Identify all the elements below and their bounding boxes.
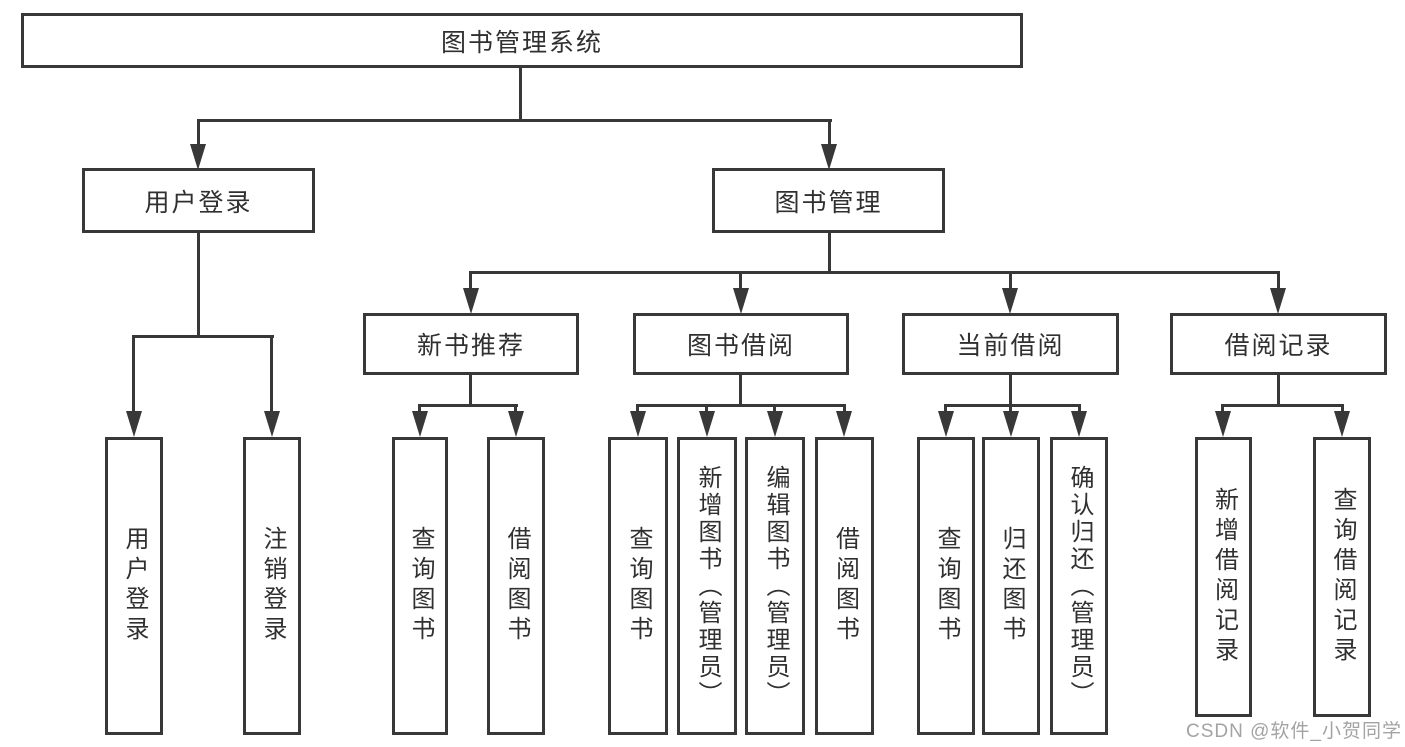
connector-bb-add-drop <box>705 405 708 415</box>
node-current-borrow: 当前借阅 <box>902 313 1119 375</box>
node-borrow-records: 借阅记录 <box>1170 313 1387 375</box>
leaf-nb-borrow-book-label: 借阅图书 <box>503 526 530 646</box>
arrow-down-bb-query <box>630 411 646 437</box>
connector-current-borrow-rail <box>944 404 1081 407</box>
leaf-br-query-record: 查询借阅记录 <box>1313 437 1371 717</box>
connector-current-borrow-drop <box>1009 272 1012 290</box>
arrow-down-new-book-rec <box>463 288 479 314</box>
connector-level2-rail <box>197 119 832 122</box>
connector-cb-query-drop <box>944 405 947 415</box>
arrow-down-nb-borrow <box>508 411 524 437</box>
leaf-bb-edit-book: 编辑图书（管理员） <box>745 437 805 735</box>
connector-nb-borrow-drop <box>514 405 517 415</box>
leaf-bb-edit-book-label: 编辑图书（管理员） <box>762 464 789 708</box>
connector-leaf-logout-drop <box>270 336 273 415</box>
leaf-bb-query-book-label: 查询图书 <box>625 526 652 646</box>
leaf-nb-query-book-label: 查询图书 <box>407 526 434 646</box>
node-book-mgmt: 图书管理 <box>712 168 945 233</box>
leaf-nb-query-book: 查询图书 <box>392 437 448 735</box>
connector-book-borrow-rail <box>636 404 846 407</box>
arrow-down-leaf-user-login <box>126 411 142 437</box>
leaf-bb-add-book: 新增图书（管理员） <box>677 437 737 735</box>
arrow-down-user-login <box>190 144 206 170</box>
connector-level3-rail <box>469 271 1280 274</box>
node-book-borrow: 图书借阅 <box>633 313 849 375</box>
connector-cb-confirm-drop <box>1078 405 1081 415</box>
connector-br-query-drop <box>1341 405 1344 415</box>
leaf-bb-borrow-book: 借阅图书 <box>815 437 874 735</box>
arrow-down-bb-borrow <box>836 411 852 437</box>
leaf-bb-query-book: 查询图书 <box>608 437 668 735</box>
connector-book-borrow-drop <box>739 272 742 290</box>
leaf-cb-query-book-label: 查询图书 <box>933 526 960 646</box>
arrow-down-br-query <box>1334 411 1350 437</box>
connector-user-login-drop <box>197 120 200 148</box>
connector-leaf-user-login-drop <box>132 336 135 415</box>
arrow-down-book-borrow <box>733 288 749 314</box>
connector-borrow-records-stem <box>1277 375 1280 406</box>
node-new-book-rec: 新书推荐 <box>363 313 579 375</box>
leaf-cb-confirm-return: 确认归还（管理员） <box>1050 437 1108 735</box>
leaf-br-add-record: 新增借阅记录 <box>1195 437 1252 717</box>
csdn-watermark: CSDN @软件_小贺同学 <box>1186 721 1402 742</box>
node-user-login: 用户登录 <box>82 168 315 233</box>
arrow-down-cb-return <box>1003 411 1019 437</box>
connector-user-login-stem <box>197 233 200 338</box>
arrow-down-current-borrow <box>1002 288 1018 314</box>
connector-bb-borrow-drop <box>843 405 846 415</box>
arrow-down-cb-query <box>938 411 954 437</box>
leaf-logout: 注销登录 <box>243 437 301 735</box>
leaf-bb-borrow-book-label: 借阅图书 <box>831 526 859 646</box>
arrow-down-book-mgmt <box>821 144 837 170</box>
connector-book-borrow-stem <box>739 375 742 406</box>
connector-bb-edit-drop <box>773 405 776 415</box>
arrow-down-bb-edit <box>767 411 783 437</box>
leaf-br-query-record-label: 查询借阅记录 <box>1329 487 1356 667</box>
connector-current-borrow-stem <box>1009 375 1012 406</box>
leaf-bb-add-book-label: 新增图书（管理员） <box>694 464 721 708</box>
connector-new-book-rec-rail <box>418 404 518 407</box>
connector-book-mgmt-drop <box>828 120 831 148</box>
node-library-system: 图书管理系统 <box>21 13 1023 68</box>
connector-cb-return-drop <box>1009 405 1012 415</box>
arrow-down-nb-query <box>412 411 428 437</box>
leaf-nb-borrow-book: 借阅图书 <box>487 437 545 735</box>
leaf-cb-query-book: 查询图书 <box>917 437 975 735</box>
arrow-down-bb-add <box>699 411 715 437</box>
connector-new-book-rec-stem <box>469 375 472 406</box>
arrow-down-borrow-records <box>1270 288 1286 314</box>
connector-user-login-rail <box>132 335 274 338</box>
leaf-br-add-record-label: 新增借阅记录 <box>1210 487 1238 667</box>
connector-root-stem <box>519 68 522 122</box>
connector-borrow-records-drop <box>1277 272 1280 290</box>
connector-book-mgmt-stem <box>828 233 831 274</box>
leaf-cb-return-book: 归还图书 <box>982 437 1040 735</box>
connector-new-book-rec-drop <box>469 272 472 290</box>
leaf-logout-label: 注销登录 <box>259 526 286 646</box>
arrow-down-br-add <box>1215 411 1231 437</box>
connector-br-add-drop <box>1221 405 1224 415</box>
leaf-cb-confirm-return-label: 确认归还（管理员） <box>1066 464 1093 708</box>
leaf-user-login-label: 用户登录 <box>121 526 148 646</box>
leaf-user-login: 用户登录 <box>105 437 163 735</box>
connector-bb-query-drop <box>636 405 639 415</box>
arrow-down-cb-confirm <box>1071 411 1087 437</box>
connector-borrow-records-rail <box>1221 404 1344 407</box>
connector-nb-query-drop <box>418 405 421 415</box>
arrow-down-leaf-logout <box>264 411 280 437</box>
leaf-cb-return-book-label: 归还图书 <box>998 526 1025 646</box>
